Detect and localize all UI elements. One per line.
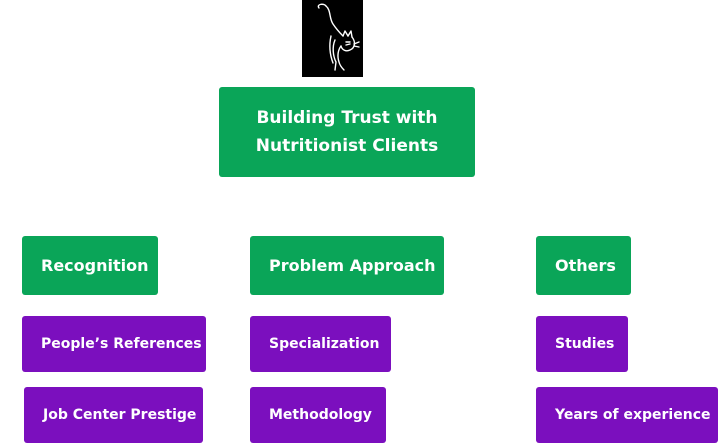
item-studies: Studies xyxy=(536,316,628,372)
category-label: Problem Approach xyxy=(269,256,436,275)
category-recognition: Recognition xyxy=(22,236,158,295)
item-label: Specialization xyxy=(269,336,380,352)
category-label: Others xyxy=(555,256,616,275)
item-job-center-prestige: Job Center Prestige xyxy=(24,387,203,443)
item-label: Job Center Prestige xyxy=(43,407,197,423)
item-label: Years of experience xyxy=(555,407,711,423)
item-specialization: Specialization xyxy=(250,316,391,372)
item-label: Studies xyxy=(555,336,615,352)
item-years-of-experience: Years of experience xyxy=(536,387,718,443)
item-label: People’s References xyxy=(41,336,202,352)
category-problem-approach: Problem Approach xyxy=(250,236,444,295)
item-methodology: Methodology xyxy=(250,387,386,443)
item-label: Methodology xyxy=(269,407,372,423)
category-label: Recognition xyxy=(41,256,149,275)
item-peoples-references: People’s References xyxy=(22,316,206,372)
diagram-title-text: Building Trust with Nutritionist Clients xyxy=(255,108,439,156)
diagram-title: Building Trust with Nutritionist Clients xyxy=(219,87,475,177)
cat-logo-icon xyxy=(302,0,363,77)
category-others: Others xyxy=(536,236,631,295)
